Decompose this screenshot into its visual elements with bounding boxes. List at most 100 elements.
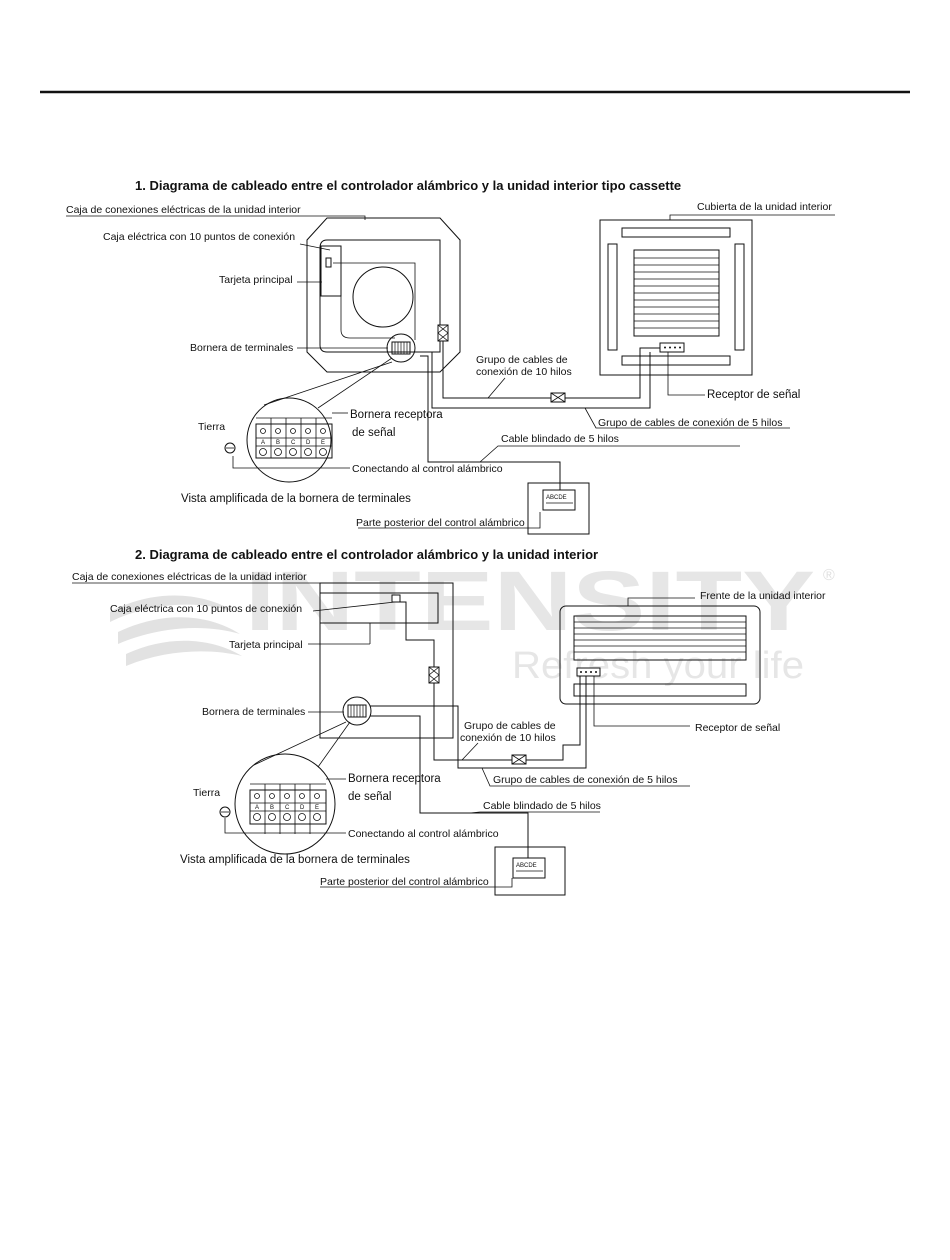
label-indoor-front: Frente de la unidad interior [700, 590, 826, 602]
cable-10-core-2b [433, 676, 581, 761]
label-electric-box-2: Caja eléctrica con 10 puntos de conexión [110, 603, 302, 615]
leader-controller-back [358, 512, 541, 529]
leader-indoor-cover [669, 214, 835, 220]
leader-shielded [479, 445, 740, 463]
main-board [320, 245, 342, 297]
terminal2-letter-b: B [270, 805, 274, 811]
terminal-letter-c: C [291, 440, 296, 446]
amplify-line-b [263, 361, 393, 406]
label-signal-receiver: Receptor de señal [707, 389, 800, 401]
leader-electric-box [299, 243, 331, 251]
terminal-block-mini-pins [394, 342, 408, 354]
label-cable-5-2: Grupo de cables de conexión de 5 hilos [493, 774, 677, 786]
label-cable-10-l1: Grupo de cables de [476, 354, 568, 366]
terminal2-letter-a: A [255, 805, 259, 811]
board-chip-2 [391, 594, 401, 603]
controller-letters-2: ABCDE [516, 863, 537, 869]
label-shielded-cable-2: Cable blindado de 5 hilos [483, 800, 601, 812]
label-connecting-controller: Conectando al control alámbrico [352, 463, 503, 475]
signal-receiver [659, 342, 685, 353]
label-controller-back-2: Parte posterior del control alámbrico [320, 876, 489, 888]
label-cable-10-2-l2: conexión de 10 hilos [460, 732, 556, 744]
watermark-registered: ® [823, 567, 835, 584]
leader-electric-box-2 [312, 601, 396, 612]
amplified-terminal-block-2 [249, 783, 327, 834]
label-ground-2: Tierra [193, 787, 220, 799]
leader-connecting-controller-2 [224, 818, 346, 834]
amplified-terminal-block [255, 417, 333, 459]
label-connection-box-2: Caja de conexiones eléctricas de la unid… [72, 571, 307, 583]
board-wiring [333, 262, 416, 340]
amplified-circle-2 [234, 753, 336, 855]
section-1-title: 1. Diagrama de cableado entre el control… [135, 178, 681, 193]
cable-5-core [420, 351, 651, 409]
label-controller-back: Parte posterior del control alámbrico [356, 517, 525, 529]
ground-symbol-2 [219, 806, 231, 818]
connector-10-core [437, 324, 449, 342]
cover-right-slot [734, 243, 745, 351]
leader-indoor-front [627, 597, 695, 606]
ground-symbol [224, 442, 236, 454]
label-terminal-block-2: Bornera de terminales [202, 706, 305, 718]
cover-bottom-slot [621, 355, 731, 366]
label-cable-10-2-l1: Grupo de cables de [464, 720, 556, 732]
shielded-cable [420, 355, 561, 492]
terminal2-letter-d: D [300, 805, 305, 811]
connector-10-core-2-marks [428, 666, 440, 684]
terminal-block-circle-2 [342, 696, 372, 726]
label-indoor-cover: Cubierta de la unidad interior [697, 201, 832, 213]
front-bottom-slot [573, 683, 747, 697]
amplified-circle [246, 397, 332, 483]
shielded-cable-2 [370, 715, 529, 860]
connector-10-core-marks [437, 324, 449, 342]
leader-cable-5 [584, 407, 790, 429]
indoor-cover [599, 219, 753, 376]
label-main-board: Tarjeta principal [219, 274, 293, 286]
cassette-fan [352, 266, 414, 328]
cable-10-core-2 [399, 601, 435, 667]
label-cable-10-l2: conexión de 10 hilos [476, 366, 572, 378]
terminal-letter-d: D [306, 440, 311, 446]
label-shielded-cable: Cable blindado de 5 hilos [501, 433, 619, 445]
terminal2-letter-c: C [285, 805, 290, 811]
cable-5-core-2 [370, 676, 587, 769]
amplify-line-2b [253, 721, 347, 766]
leader-signal-receiver-2 [593, 676, 690, 727]
label-ground: Tierra [198, 421, 225, 433]
controller-back [527, 482, 590, 535]
section-2-title: 2. Diagrama de cableado entre el control… [135, 547, 598, 562]
label-electric-box: Caja eléctrica con 10 puntos de conexión [103, 231, 295, 243]
controller-letters: ABCDE [546, 495, 567, 501]
section-2: 2. Diagrama de cableado entre el control… [72, 547, 826, 896]
terminal-letter-e: E [321, 440, 325, 446]
indoor-electric-box [319, 582, 454, 739]
controller-back-2 [494, 846, 566, 896]
label-signal-terminal-l1: Bornera receptora [350, 409, 443, 421]
label-main-board-2: Tarjeta principal [229, 639, 303, 651]
label-signal-receiver-2: Receptor de señal [695, 722, 780, 734]
cable-10-core [442, 341, 660, 399]
label-signal-terminal-2-l1: Bornera receptora [348, 773, 441, 785]
leader-controller-back-2 [320, 878, 513, 888]
section-1: 1. Diagrama de cableado entre el control… [66, 178, 835, 535]
leader-cable-5-2 [481, 767, 690, 787]
terminal2-letter-e: E [315, 805, 319, 811]
leader-shielded-2 [469, 811, 600, 814]
watermark-logo [110, 595, 242, 666]
connector-5-core-marks [550, 392, 566, 403]
leader-connecting-controller [232, 456, 350, 469]
connector-10-core-2 [428, 666, 440, 684]
terminal-letter-b: B [276, 440, 280, 446]
cover-top-slot [621, 227, 731, 238]
leader-cable-10-2 [461, 742, 479, 761]
cassette-housing [306, 217, 461, 373]
front-grille [573, 615, 747, 661]
cassette-inner-outline [319, 239, 441, 353]
connector-5-core-2-marks [511, 754, 527, 765]
terminal-block-mini-pins-2 [350, 705, 364, 717]
label-signal-terminal-2-l2: de señal [348, 791, 391, 803]
label-signal-terminal-l2: de señal [352, 427, 395, 439]
controller-terminal-2 [512, 857, 546, 879]
label-connection-box: Caja de conexiones eléctricas de la unid… [66, 204, 301, 216]
